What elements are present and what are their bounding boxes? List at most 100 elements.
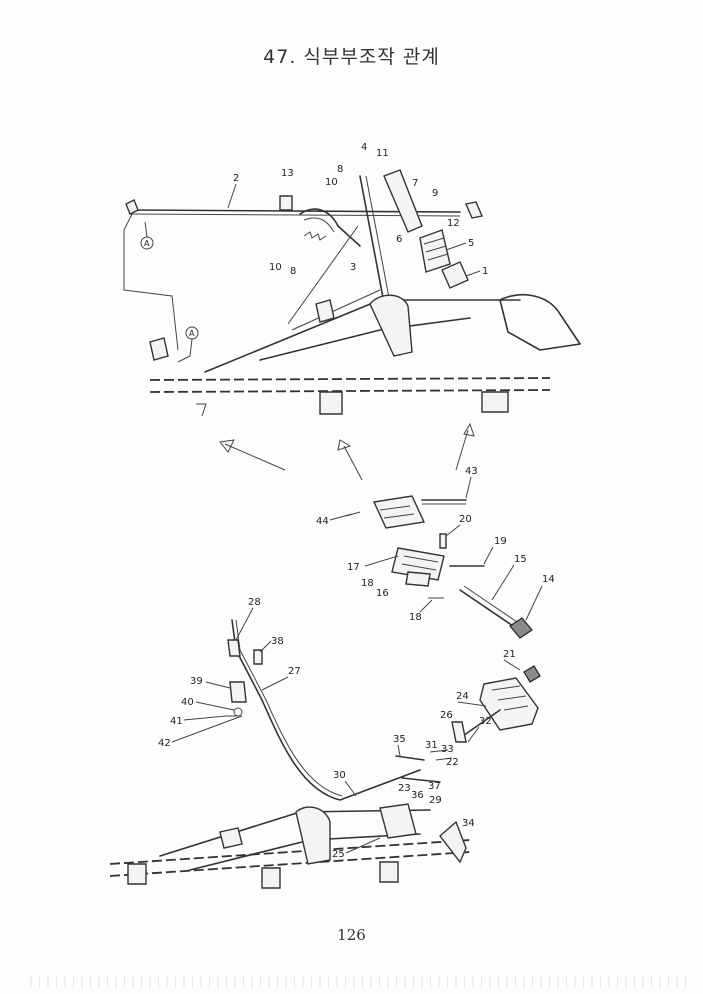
callout-11: 11 (376, 148, 389, 159)
callout-2: 2 (233, 173, 239, 184)
lever-plate-ribs (401, 555, 439, 571)
cable-27 (231, 619, 421, 801)
rod-35 (395, 755, 425, 761)
knob-14 (509, 617, 533, 639)
callout-18-lower: 18 (409, 612, 422, 623)
pivot-bracket-ribs (379, 505, 415, 519)
arrow-left (219, 439, 286, 471)
callout-41: 41 (170, 716, 183, 727)
knob-21 (523, 665, 541, 683)
links-31-33 (429, 749, 453, 761)
callout-13: 13 (281, 168, 294, 179)
callout-17: 17 (347, 562, 360, 573)
leader-43 (465, 476, 472, 499)
lower-frame-foot-center (261, 867, 281, 889)
callout-24: 24 (456, 691, 469, 702)
callout-44: 44 (316, 516, 329, 527)
lever-26 (451, 721, 467, 743)
leader-5 (445, 242, 467, 251)
callout-4: 4 (361, 142, 367, 153)
callout-5: 5 (468, 238, 474, 249)
bracket-39 (229, 681, 247, 703)
connector-a-left-label: A (144, 239, 150, 248)
callout-32: 32 (479, 716, 492, 727)
callout-30: 30 (333, 770, 346, 781)
leader-27 (261, 676, 289, 691)
pin-38 (253, 649, 263, 665)
arm-3-inner (303, 217, 335, 233)
callout-35: 35 (393, 734, 406, 745)
callout-8-bottom: 8 (290, 266, 296, 277)
callout-28: 28 (248, 597, 261, 608)
lower-frame-foot-left (127, 863, 147, 885)
link-16 (405, 571, 431, 587)
callout-26: 26 (440, 710, 453, 721)
lever-15-edge (463, 585, 521, 625)
callout-10-top: 10 (325, 177, 338, 188)
leader-38 (259, 640, 272, 653)
connector-a-right-label: A (189, 329, 195, 338)
rod-24 (459, 709, 501, 739)
cable-27-edge (235, 619, 343, 797)
callout-18-upper: 18 (361, 578, 374, 589)
leader-41 (183, 715, 227, 721)
leader-21 (503, 659, 521, 671)
leader-40 (195, 701, 235, 711)
quadrant-5 (419, 229, 451, 273)
callout-33: 33 (441, 744, 454, 755)
callout-37: 37 (428, 781, 441, 792)
callout-39: 39 (190, 676, 203, 687)
frame-diagonal (204, 299, 521, 373)
bottom-assembly: 28 38 27 39 40 41 42 21 24 26 32 35 31 3… (109, 597, 541, 889)
rod-end-left (125, 199, 139, 215)
frame-foot-center (319, 391, 343, 415)
connector-a-right-leader (177, 338, 193, 363)
middle-assembly: 43 44 20 19 17 15 18 16 18 14 (316, 466, 555, 639)
washer-40 (233, 707, 243, 717)
callout-42: 42 (158, 738, 171, 749)
leader-32 (467, 726, 480, 743)
callout-43: 43 (465, 466, 478, 477)
callout-8-top: 8 (337, 164, 343, 175)
lower-frame-housing (379, 803, 417, 839)
bolt-small (196, 403, 207, 417)
leader-42 (171, 715, 243, 743)
callout-12: 12 (447, 218, 460, 229)
lower-frame-rail-bottom (109, 851, 471, 877)
rod-end-right (465, 201, 483, 219)
rod-23 (401, 777, 441, 783)
callout-14: 14 (542, 574, 555, 585)
callout-15: 15 (514, 554, 527, 565)
callout-3: 3 (350, 262, 356, 273)
leader-19 (483, 546, 494, 565)
arm-3 (299, 208, 361, 247)
callout-19: 19 (494, 536, 507, 547)
cable-end-28 (227, 639, 241, 657)
lower-frame-foot-right (379, 861, 399, 883)
frame-bracket (369, 294, 413, 357)
arrow-center (337, 439, 363, 481)
callout-34: 34 (462, 818, 475, 829)
callout-16: 16 (376, 588, 389, 599)
callout-10-bottom: 10 (269, 262, 282, 273)
leader-17 (364, 555, 399, 567)
quadrant-teeth (423, 237, 449, 261)
callout-25: 25 (332, 849, 345, 860)
pedal-34 (439, 820, 467, 864)
callout-9: 9 (432, 188, 438, 199)
frame-rail-bottom (149, 389, 551, 393)
leader-20 (445, 524, 461, 537)
control-box-ribs (491, 685, 529, 711)
lower-frame-bracket (295, 806, 331, 865)
callout-20: 20 (459, 514, 472, 525)
clevis-13 (279, 195, 293, 211)
lever-6 (383, 169, 423, 233)
callout-40: 40 (181, 697, 194, 708)
callout-1: 1 (482, 266, 488, 277)
left-guide-line (123, 213, 179, 351)
connector-a-leader (144, 221, 148, 238)
spring-small (303, 231, 327, 241)
leader-14 (525, 585, 543, 621)
arrow-right (455, 422, 475, 471)
leader-44 (329, 513, 353, 521)
